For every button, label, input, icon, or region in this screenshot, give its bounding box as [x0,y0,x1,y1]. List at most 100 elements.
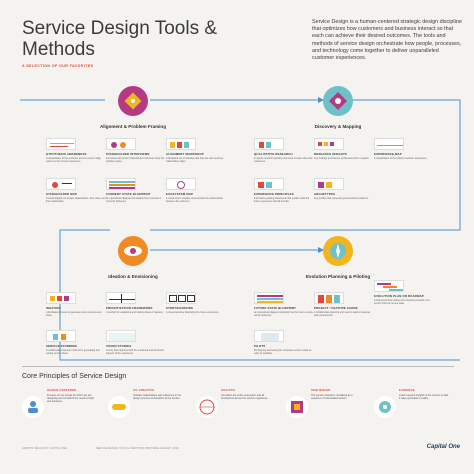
principle-desc: Includes stakeholders and customers in t… [133,394,182,401]
stage-discovery-label: Discovery & Mapping [314,124,362,129]
principle-desc: The service should be visualized as a se… [311,394,353,401]
method-thumbnail [106,138,136,150]
method-thumbnail [254,138,284,150]
method-name: RESEARCH INSIGHTS [314,152,348,156]
method-thumbnail [106,330,136,342]
principle-desc: Focuses on the people for whom we are de… [47,394,94,404]
method-thumbnail [46,330,76,342]
evidence-icon [374,396,396,418]
method-thumbnail [46,138,76,150]
method-name: EXPERIENCE MAP [374,152,402,156]
method-name: FUTURE STATE BLUEPRINT [254,306,297,310]
method-thumbnail [106,178,136,190]
method-card[interactable]: RESEARCH INSIGHTS Key findings and theme… [314,138,374,166]
pen-nib-icon [118,86,148,116]
principle-name: HUMAN CENTERED [47,388,77,392]
method-desc: An operational diagram depicting how the… [254,311,314,317]
method-card[interactable]: PRIORITIZATION FRAMEWORK A method for ev… [106,292,166,320]
method-desc: A visualization of the customer journey … [46,157,102,163]
method-desc: A facilitated set of activities that hel… [166,157,224,163]
page-subtitle: A SELECTION OF OUR FAVORITES [22,64,94,68]
method-thumbnail [374,138,404,150]
method-card[interactable]: HYPOTHESIS AWARENESS A visualization of … [46,138,106,166]
method-thumbnail [166,178,196,190]
method-card[interactable]: IDEATION A facilitated process to genera… [46,292,106,320]
method-desc: A story that captures both the emotional… [106,349,164,355]
method-desc: Prototyping and testing the complete ser… [254,349,312,355]
method-thumbnail [314,292,344,304]
method-card[interactable]: PROJECT / FEATURE CARDS A collaborative … [314,292,374,320]
method-name: PROJECT / FEATURE CARDS [314,306,358,310]
method-thumbnail [106,292,136,304]
method-card[interactable]: ECOSYSTEM MAP A visual tool to visually … [166,178,226,206]
method-desc: Informative guiding statements that expl… [254,197,310,203]
globe-icon [196,396,218,418]
method-card[interactable]: STORYBOARDING A visual narrative illustr… [166,292,226,320]
people-icon [22,396,44,418]
method-name: CURRENT STATE BLUEPRINT [106,192,151,196]
method-card[interactable]: ARCHETYPES Key profiles that represent g… [314,178,374,206]
method-desc: A visual narrative illustrating the futu… [166,311,220,314]
method-thumbnail [314,178,344,190]
diamond-icon [323,86,353,116]
method-thumbnail [254,330,284,342]
page-title: Service Design Tools & Methods [22,18,218,60]
principle-name: EVIDENCE [399,388,415,392]
method-desc: Key findings and themes synthesized from… [314,157,370,160]
method-thumbnail [46,178,76,190]
method-card[interactable]: EVOLUTION PLAN OR ROADMAP A framework th… [374,280,434,308]
method-name: HYPOTHESIS AWARENESS [46,152,87,156]
method-thumbnail [46,292,76,304]
method-thumbnail [254,178,284,190]
divider [22,366,454,367]
method-desc: Key profiles that represent group behavi… [314,197,369,200]
method-card[interactable]: QUALITATIVE RESEARCH In-depth research t… [254,138,314,166]
stage-ideation-label: Ideation & Envisioning [108,274,158,279]
method-name: ALIGNMENT WORKSHOP [166,152,204,156]
principles-title: Core Principles of Service Design [22,373,127,380]
method-card[interactable]: ALIGNMENT WORKSHOP A facilitated set of … [166,138,226,166]
method-name: STORYBOARDING [166,306,194,310]
handshake-icon [108,396,130,418]
method-name: PRIORITIZATION FRAMEWORK [106,306,153,310]
method-name: QUALITATIVE RESEARCH [254,152,293,156]
method-desc: A collaborative hand-on method for gener… [46,349,100,355]
method-desc: A visualization of the holistic customer… [374,157,428,160]
method-card[interactable]: STAKEHOLDER INTERVIEWS Interviews with p… [106,138,166,166]
method-thumbnail [166,292,196,304]
method-desc: A method for evaluating and ranking idea… [106,311,164,314]
method-name: SERVICE STORMING [46,344,78,348]
method-card[interactable]: STAKEHOLDER MAP A visual diagram of proj… [46,178,106,206]
sequence-icon [286,396,308,418]
method-card[interactable]: PILOTS Prototyping and testing the compl… [254,330,314,358]
footer-title: SERVICE DESIGN TOOLS & METHODS PRINTABLE [96,448,160,450]
footer-credit: GRAPHIC DESIGN BY CAPITAL ONE [22,448,67,450]
stage-evolution-label: Evolution Planning & Piloting [305,274,371,279]
intro-text: Service Design is a human-centered strat… [312,19,462,62]
capital-one-logo: Capital One [426,444,460,450]
method-desc: A framework that outlines the intended e… [374,299,430,305]
method-desc: An operational diagram that depicts how … [106,197,162,203]
principle-name: CO-CREATIVE [133,388,155,392]
method-card[interactable]: CURRENT STATE BLUEPRINT An operational d… [106,178,166,206]
method-card[interactable]: VISION STORIES A story that captures bot… [106,330,166,358]
method-card[interactable]: FUTURE STATE BLUEPRINT An operational di… [254,292,314,320]
method-thumbnail [254,292,284,304]
method-name: ARCHETYPES [314,192,336,196]
method-card[interactable]: EXPERIENCE PRINCIPLES Informative guidin… [254,178,314,206]
eye-icon [118,236,148,266]
method-card[interactable]: SERVICE STORMING A collaborative hand-on… [46,330,106,358]
method-name: STAKEHOLDER MAP [46,192,78,196]
method-desc: A collaborative planning tool used to ca… [314,311,371,317]
method-desc: Interviews with project stakeholders tha… [106,157,165,163]
footer-date: JANUARY 2019 [160,448,179,450]
method-thumbnail [166,138,196,150]
method-name: EXPERIENCE PRINCIPLES [254,192,294,196]
method-name: PILOTS [254,344,266,348]
principle-desc: Considers the entire ecosystem and all t… [221,394,269,401]
stage-alignment-label: Alignment & Problem Framing [99,124,167,129]
method-desc: A visual tool to visually communicate th… [166,197,223,203]
method-card[interactable]: EXPERIENCE MAP A visualization of the ho… [374,138,434,166]
compass-icon [323,236,353,266]
method-name: VISION STORIES [106,344,132,348]
